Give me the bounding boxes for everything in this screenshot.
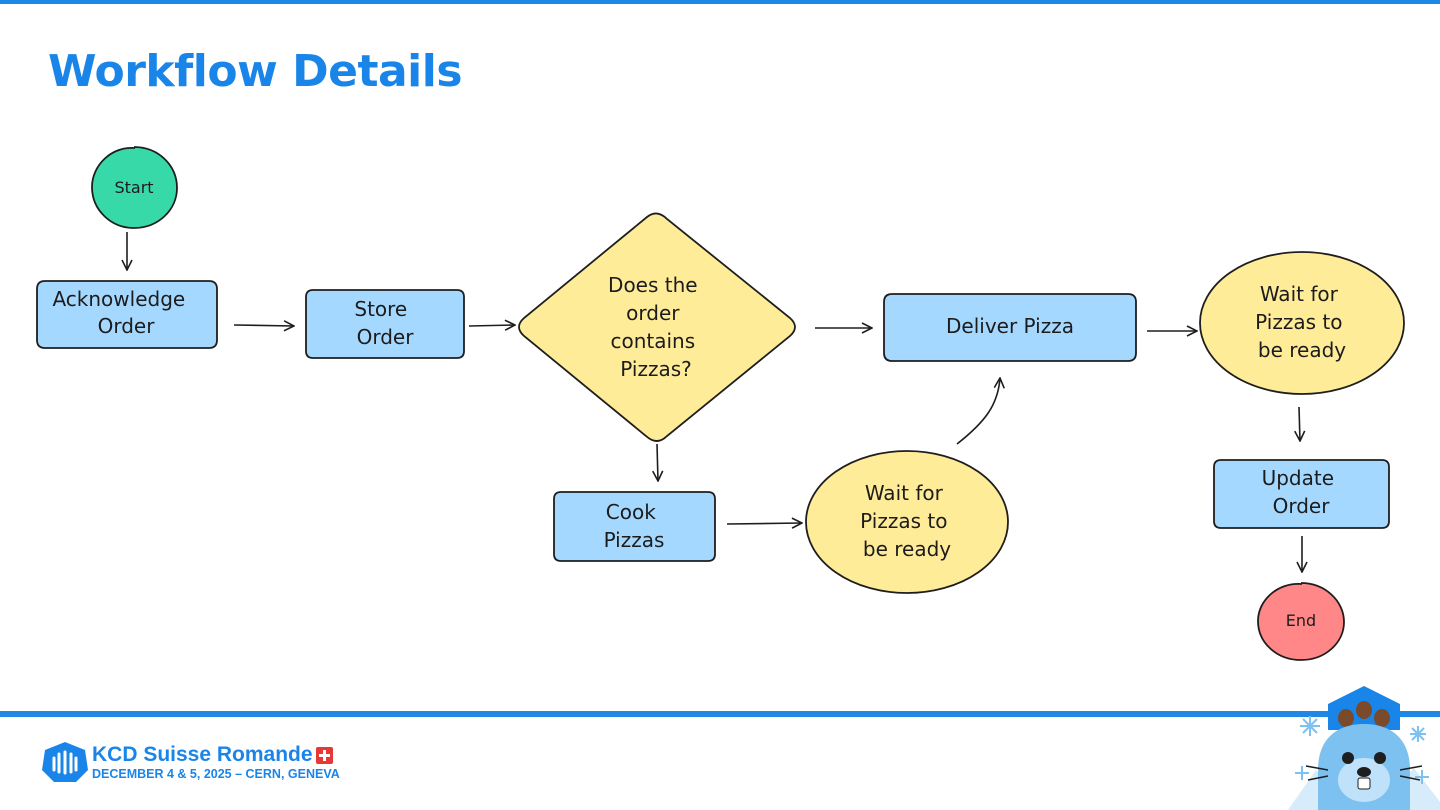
- decision-line-2: order: [626, 301, 680, 325]
- store-order-line-1: Store: [354, 297, 407, 321]
- store-order-line-2: Order: [357, 325, 415, 349]
- end-label: End: [1286, 611, 1316, 630]
- cook-pizzas-label: Cook Pizzas: [604, 500, 665, 552]
- decision-line-4: Pizzas?: [620, 357, 691, 381]
- arrow-wait-to-deliver: [956, 378, 1000, 445]
- decision-line-1: Does the: [608, 273, 698, 297]
- swiss-flag-icon: [316, 747, 333, 764]
- cook-pizzas-line-1: Cook: [606, 500, 656, 524]
- arrow-wait-to-update: [1299, 406, 1300, 441]
- wait-cook-line-1: Wait for: [865, 481, 944, 505]
- decision-line-3: contains: [610, 329, 695, 353]
- wait-deliver-line-2: Pizzas to: [1255, 310, 1342, 334]
- kcd-logo-icon: [42, 742, 88, 782]
- footer-brand: KCD Suisse Romande: [92, 743, 313, 766]
- arrow-decision-to-cook: [657, 443, 658, 481]
- footer-event-date: DECEMBER 4 & 5, 2025 – CERN, GENEVA: [92, 767, 340, 781]
- acknowledge-order-line-1: Acknowledge: [52, 287, 185, 311]
- arrow-store-to-decision: [468, 325, 515, 326]
- cook-pizzas-node: Cook Pizzas: [553, 491, 716, 562]
- cook-pizzas-line-2: Pizzas: [604, 528, 665, 552]
- start-node: Start: [91, 146, 178, 229]
- wait-cook-label: Wait for Pizzas to be ready: [860, 481, 954, 561]
- connectors: [127, 232, 1302, 572]
- slide-title: Workflow Details: [48, 46, 463, 97]
- update-order-line-2: Order: [1273, 494, 1331, 518]
- update-order-line-1: Update: [1262, 466, 1334, 490]
- arrow-acknowledge-to-store: [233, 325, 294, 326]
- store-order-node: Store Order: [305, 289, 465, 359]
- wait-cook-line-3: be ready: [863, 537, 951, 561]
- top-accent-bar: [0, 0, 1440, 4]
- beaver-mascot-icon: [1288, 686, 1440, 810]
- store-order-label: Store Order: [354, 297, 414, 349]
- deliver-pizza-label: Deliver Pizza: [946, 314, 1074, 338]
- workflow-diagram: Start Acknowledge Order Store Order Does…: [36, 146, 1405, 661]
- update-order-node: Update Order: [1213, 459, 1390, 529]
- acknowledge-order-node: Acknowledge Order: [36, 280, 218, 349]
- wait-deliver-line-1: Wait for: [1260, 282, 1339, 306]
- start-label: Start: [114, 178, 153, 197]
- wait-deliver-label: Wait for Pizzas to be ready: [1255, 282, 1349, 362]
- wait-cook-node: Wait for Pizzas to be ready: [805, 450, 1009, 594]
- acknowledge-order-label: Acknowledge Order: [52, 287, 191, 338]
- wait-cook-line-2: Pizzas to: [860, 509, 947, 533]
- wait-deliver-line-3: be ready: [1258, 338, 1346, 362]
- decision-node: Does the order contains Pizzas?: [518, 212, 796, 442]
- end-node: End: [1257, 582, 1345, 661]
- acknowledge-order-line-2: Order: [98, 314, 156, 338]
- update-order-label: Update Order: [1262, 466, 1341, 518]
- snowflake-icon: [1295, 716, 1429, 784]
- wait-deliver-node: Wait for Pizzas to be ready: [1199, 251, 1405, 395]
- arrow-cook-to-wait: [726, 523, 802, 524]
- deliver-pizza-node: Deliver Pizza: [883, 293, 1137, 362]
- decision-label: Does the order contains Pizzas?: [608, 273, 704, 381]
- footer-accent-bar: [0, 711, 1440, 717]
